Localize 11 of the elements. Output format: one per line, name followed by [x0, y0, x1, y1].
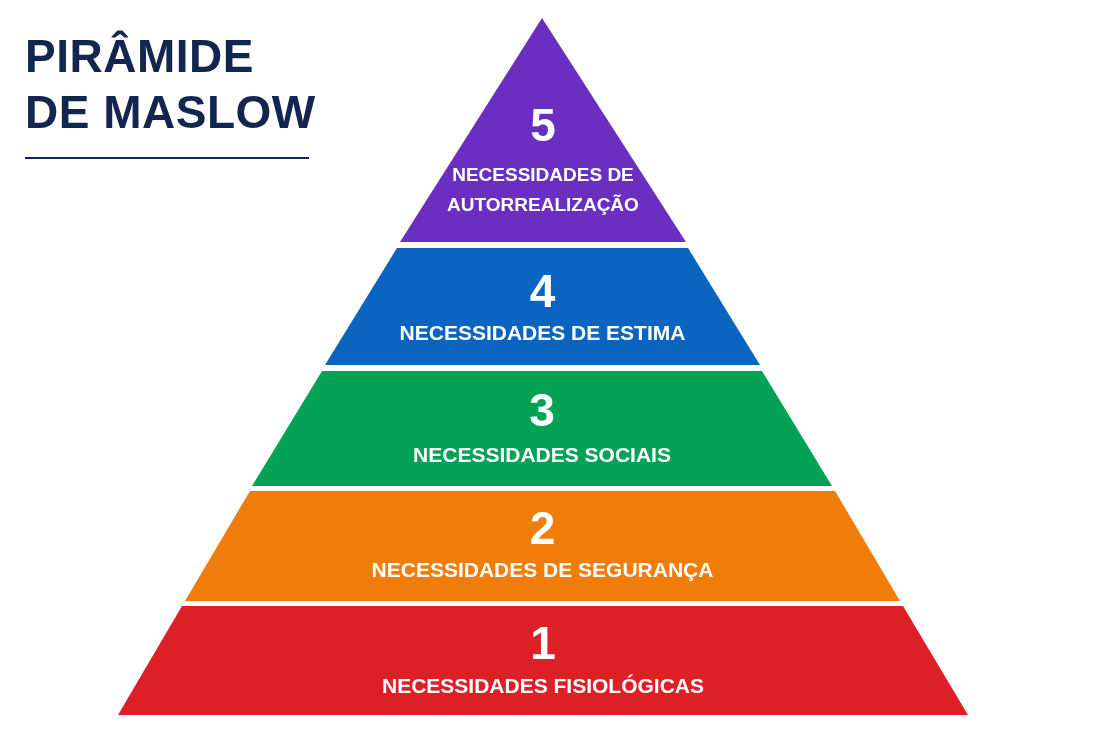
title: PIRÂMIDE DE MASLOW — [25, 29, 317, 140]
level-number: 2 — [528, 503, 557, 553]
level-number: 4 — [528, 266, 557, 316]
level-number: 5 — [529, 100, 557, 150]
level-label: NECESSIDADES DE AUTORREALIZAÇÃO — [446, 163, 640, 217]
level-label: NECESSIDADES DE SEGURANÇA — [370, 557, 715, 583]
level-label: NECESSIDADES DE ESTIMA — [398, 320, 687, 346]
level-number: 1 — [529, 618, 557, 668]
level-label: NECESSIDADES SOCIAIS — [412, 442, 672, 468]
level-number: 3 — [528, 385, 556, 435]
level-label: NECESSIDADES FISIOLÓGICAS — [380, 673, 705, 699]
